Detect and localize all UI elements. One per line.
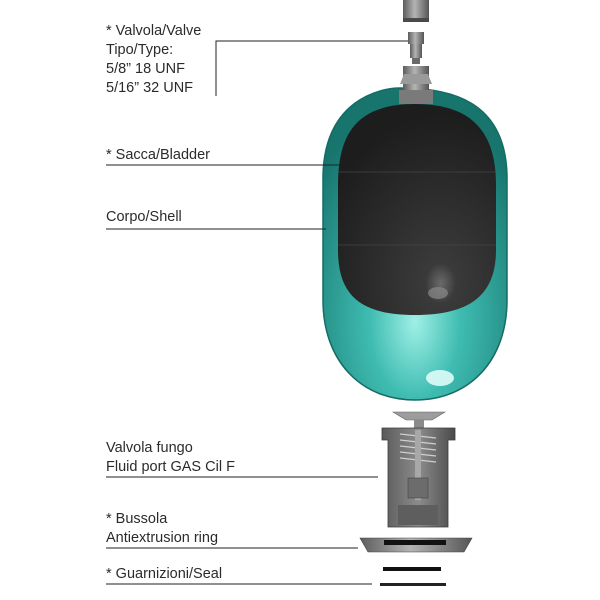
shell-label: Corpo/Shell	[106, 209, 182, 225]
leader-lines	[106, 40, 408, 585]
seal-rings	[380, 567, 446, 586]
antiextrusion-label: * Bussola	[106, 511, 168, 527]
seal-label: * Guarnizioni/Seal	[106, 566, 223, 582]
valve-type-label: Tipo/Type:	[106, 42, 174, 58]
valve-core	[408, 32, 424, 64]
valve-thread-5-16-label: 5/16” 32 UNF	[106, 80, 194, 96]
valve-leader-line	[215, 40, 408, 96]
fluid-port-label: Valvola fungo	[106, 440, 193, 456]
bladder-label: * Sacca/Bladder	[106, 147, 210, 163]
fluid-port	[381, 411, 456, 528]
fluid-port-type-label: Fluid port GAS Cil F	[106, 459, 235, 475]
valve-label: * Valvola/Valve	[106, 23, 202, 39]
valve-cap	[403, 0, 429, 22]
valve-thread-5-8-label: 5/8” 18 UNF	[106, 61, 185, 77]
antiextrusion-ring	[359, 537, 473, 553]
antiextrusion-ring-label: Antiextrusion ring	[106, 530, 219, 546]
shell-highlight	[426, 370, 454, 386]
bladder	[338, 104, 496, 315]
